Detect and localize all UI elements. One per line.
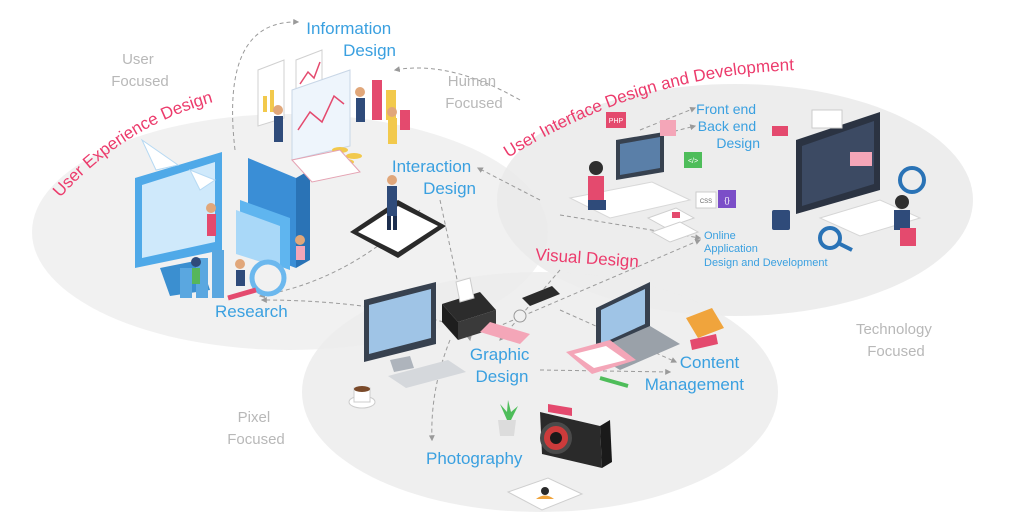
node-content-management: Content Management: [645, 353, 745, 394]
region-pixel-focused: Pixel Focused: [227, 409, 285, 448]
arrow-to-photography: [428, 339, 451, 442]
info-design-illustration: [257, 49, 410, 183]
tablet-illustration: [350, 175, 446, 258]
code-badge: </>: [688, 158, 698, 165]
printer-illustration: [442, 277, 530, 344]
region-technology-focused: Technology Focused: [856, 321, 936, 360]
arrow-visual-to-graphic: [499, 269, 561, 341]
region-user-focused: User Focused: [111, 51, 169, 90]
research-people-illustration: [180, 203, 305, 301]
node-front-back-end: Front end Back end Design: [696, 101, 760, 151]
developer-desk-illustration: PHP </> CSS {}: [568, 112, 736, 243]
code-workstation-illustration: [772, 109, 926, 252]
node-research: Research: [215, 302, 288, 321]
plant-illustration: [498, 400, 518, 436]
node-graphic-design: Graphic Design: [470, 345, 534, 386]
node-photography: Photography: [426, 449, 523, 468]
arrow-to-online: [559, 214, 702, 241]
phone-illustration: [513, 286, 560, 323]
region-human-focused: Human Focused: [445, 73, 503, 112]
arrow-to-frontend: [639, 106, 697, 131]
arrow-human-to-info: [393, 66, 521, 101]
php-badge: PHP: [609, 118, 624, 125]
monitor-illustration: [135, 138, 222, 296]
camera-illustration: [540, 404, 612, 468]
node-interaction-design: Interaction Design: [392, 157, 476, 198]
node-information-design: Information Design: [306, 19, 396, 60]
photo-frame-illustration: [506, 477, 584, 511]
desktop-illustration: [348, 282, 466, 409]
arrow-to-interaction: [476, 167, 541, 201]
arrow-graphic-to-content: [539, 368, 672, 375]
brace-badge: {}: [724, 196, 730, 205]
notebook-illustration: [566, 340, 636, 388]
node-online-application: Online Application Design and Developmen…: [704, 230, 828, 269]
css-badge: CSS: [700, 199, 712, 205]
books-illustration: [236, 158, 310, 270]
arrow-info-loop: [232, 18, 300, 151]
